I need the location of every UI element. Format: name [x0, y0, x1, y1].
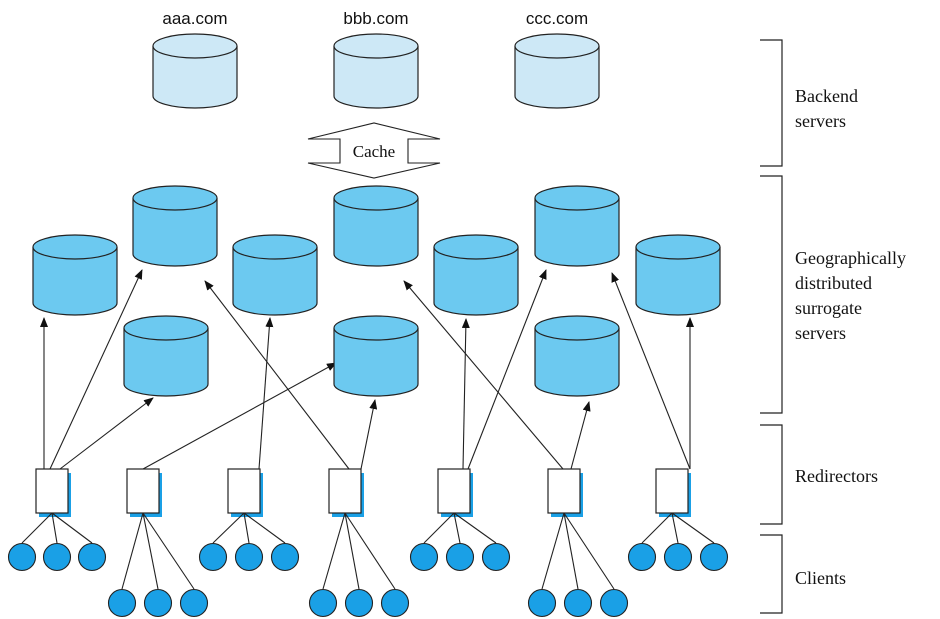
redirect-arrow-11 — [611, 272, 691, 470]
client-node-icon — [627, 542, 657, 572]
client-node-icon — [445, 542, 475, 572]
client-node-icon — [599, 588, 629, 618]
client-node-icon — [699, 542, 729, 572]
surrogate-server-9 — [333, 315, 419, 397]
client-group-4 — [308, 512, 410, 618]
client-node-icon — [143, 588, 173, 618]
surrogate-server-1 — [32, 234, 118, 316]
client-group-1 — [7, 512, 107, 572]
client-node-icon — [481, 542, 511, 572]
tier-label-surrogate-line4: servers — [795, 323, 846, 343]
redirector-2 — [126, 468, 162, 517]
client-node-icon — [344, 588, 374, 618]
tier-label-redirectors: Redirectors — [795, 466, 878, 486]
client-node-icon — [270, 542, 300, 572]
backend-server-3 — [514, 33, 600, 109]
surrogate-server-4 — [333, 185, 419, 267]
redirect-arrow-10 — [570, 401, 591, 470]
backend-label-bbb: bbb.com — [343, 9, 408, 28]
redirector-7 — [655, 468, 691, 517]
client-node-icon — [234, 542, 264, 572]
redirect-arrow-5 — [258, 317, 274, 470]
redirect-arrow-4 — [142, 362, 337, 470]
client-node-icon — [42, 542, 72, 572]
surrogate-server-5 — [433, 234, 519, 316]
clients — [7, 512, 729, 618]
tier-label-surrogate-line3: surrogate — [795, 298, 862, 318]
backend-label-ccc: ccc.com — [526, 9, 588, 28]
redirect-arrow-2 — [49, 269, 143, 470]
client-node-icon — [663, 542, 693, 572]
surrogate-servers — [32, 185, 721, 397]
surrogate-server-7 — [635, 234, 721, 316]
redirect-arrow-9 — [467, 269, 547, 470]
redirect-arrow-6 — [204, 280, 350, 470]
client-node-icon — [380, 588, 410, 618]
backend-label-aaa: aaa.com — [162, 9, 227, 28]
client-node-icon — [7, 542, 37, 572]
cache-label: Cache — [353, 142, 395, 161]
backend-servers — [152, 33, 600, 109]
tier-label-backend-line1: Backend — [795, 86, 858, 106]
connection-lines — [40, 269, 694, 470]
client-node-icon — [308, 588, 338, 618]
redirector-3 — [227, 468, 263, 517]
surrogate-server-6 — [534, 185, 620, 267]
backend-server-1 — [152, 33, 238, 109]
surrogate-server-10 — [534, 315, 620, 397]
tier-label-surrogate-line1: Geographically — [795, 248, 906, 268]
client-node-icon — [179, 588, 209, 618]
bracket-icon — [760, 534, 783, 614]
client-node-icon — [107, 588, 137, 618]
client-group-7 — [627, 512, 729, 572]
cache-transfer — [307, 122, 441, 179]
backend-server-2 — [333, 33, 419, 109]
bracket-icon — [760, 175, 783, 414]
client-node-icon — [198, 542, 228, 572]
client-group-5 — [409, 512, 511, 572]
client-group-2 — [107, 512, 209, 618]
redirect-arrow-8 — [461, 318, 470, 470]
client-group-3 — [198, 512, 300, 572]
redirect-arrow-7 — [360, 399, 378, 470]
surrogate-server-2 — [132, 185, 218, 267]
client-group-6 — [527, 512, 629, 618]
redirector-6 — [547, 468, 583, 517]
client-node-icon — [527, 588, 557, 618]
surrogate-server-8 — [123, 315, 209, 397]
tier-label-backend-line2: servers — [795, 111, 846, 131]
client-node-icon — [563, 588, 593, 618]
redirector-1 — [35, 468, 71, 517]
tier-label-surrogate-line2: distributed — [795, 273, 872, 293]
tier-label-clients: Clients — [795, 568, 846, 588]
double-arrow-icon — [307, 122, 441, 179]
surrogate-server-3 — [232, 234, 318, 316]
bracket-icon — [760, 424, 783, 525]
tier-brackets — [760, 39, 783, 614]
client-node-icon — [77, 542, 107, 572]
client-node-icon — [409, 542, 439, 572]
redirect-arrow-3 — [59, 397, 154, 470]
redirect-arrow-13 — [403, 280, 564, 470]
redirectors — [35, 468, 691, 517]
redirector-4 — [328, 468, 364, 517]
bracket-icon — [760, 39, 783, 167]
redirector-5 — [437, 468, 473, 517]
